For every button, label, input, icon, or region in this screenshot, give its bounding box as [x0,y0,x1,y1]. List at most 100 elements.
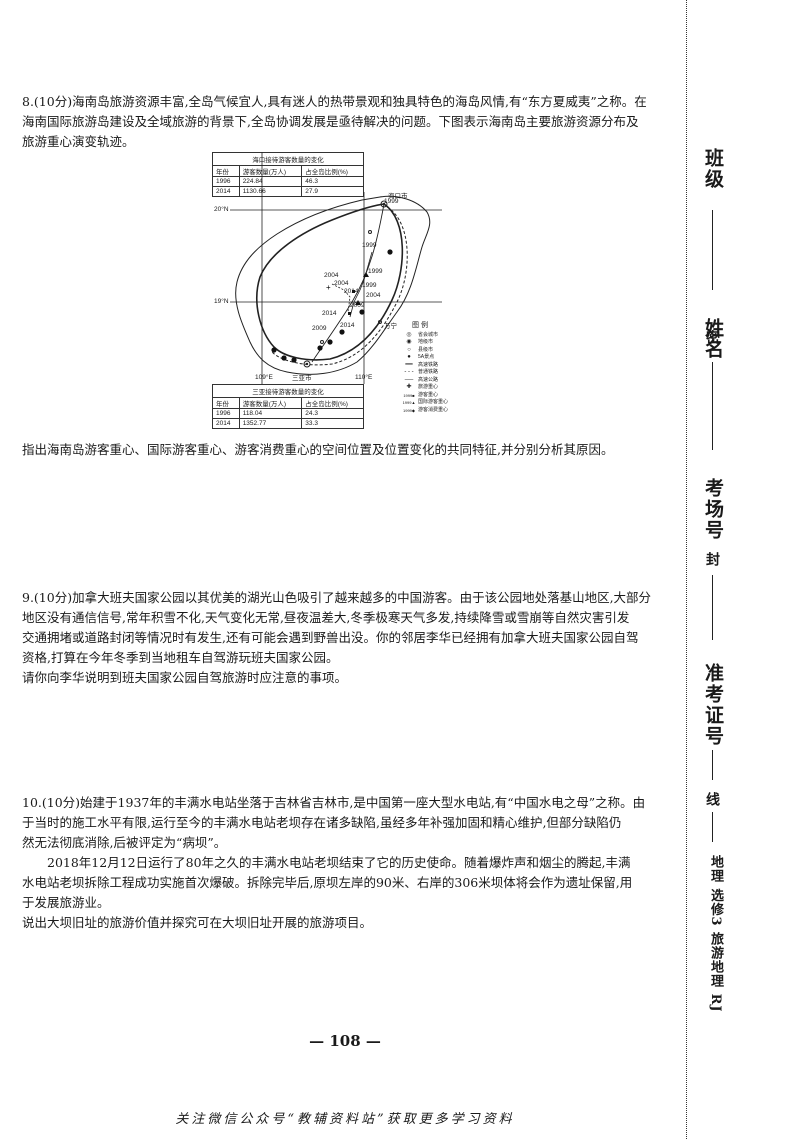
ticket-number-label: 准考证号 [702,663,724,747]
q10-line-1: 10.(10分)始建于1937年的丰满水电站坐落于吉林省吉林市,是中国第一座大型… [22,795,646,810]
legend-title: 图 例 [412,322,428,329]
legend-item: ◉地级市 [400,339,448,347]
sanya-marker-icon [303,360,311,368]
international-center-icon: 1999▲ [402,400,416,405]
scenic-spot-icon [359,309,365,315]
seal-mark-mi: 密 [704,330,720,344]
seal-mark-xian: 线 [704,792,720,806]
railway-icon: - - - [404,369,414,375]
q10-line-6: 于发展旅游业。 [22,895,110,910]
county-city-icon [320,340,324,344]
scenic-spot-icon [327,339,333,345]
legend-item: 1999◆游客消费重心 [400,407,448,415]
table-cell: 24.3 [301,408,364,419]
table-header-cell: 占全岛比例(%) [301,397,364,409]
latitude-label-20: 20°N [214,206,229,213]
table-row: 2014 1130.66 27.9 [212,186,364,197]
year-label: 2014 [322,310,337,317]
year-label: 1999 [362,242,377,249]
coastal-railway [271,206,408,366]
scenic-spot-icon [271,347,277,353]
q10-line-7: 说出大坝旧址的旅游价值并探究可在大坝旧址开展的旅游项目。 [22,915,373,930]
visitor-center-marker-icon [348,312,351,315]
table-header-row: 年份 游客数量(万人) 占全岛比例(%) [212,397,364,409]
legend-item: 1999■游客重心 [400,392,448,400]
haikou-visitor-table: 海口接待游客数量的变化 年份 游客数量(万人) 占全岛比例(%) 1996 22… [212,152,364,197]
year-label: 2009 [312,325,327,332]
footer-promo: 关注微信公众号“教辅资料站”获取更多学习资料 [175,1112,515,1127]
latitude-label-19: 19°N [214,298,229,305]
ticket-field-line-2[interactable] [712,812,713,842]
table-header-cell: 游客数量(万人) [238,397,303,409]
table-cell: 1352.77 [238,418,303,429]
q9-line-4: 资格,打算在今年冬季到当地租车自驾游玩班夫国家公园。 [22,650,339,665]
name-label: 姓名 [702,318,724,360]
table-cell: 118.04 [238,408,303,419]
legend-item: ✚旅游重心 [400,384,448,392]
question-8: 8.(10分)海南岛旅游资源丰富,全岛气候宜人,具有迷人的热带景观和独具特色的海… [22,92,667,152]
q9-line-5: 请你向李华说明到班夫国家公园自驾旅游时应注意的事项。 [22,670,348,685]
tourism-center-trajectory [349,251,373,318]
international-center-marker-icon [355,300,361,305]
hainan-map-figure: 海口接待游客数量的变化 年份 游客数量(万人) 占全岛比例(%) 1996 22… [212,152,448,430]
sanya-visitor-table: 三亚接待游客数量的变化 年份 游客数量(万人) 占全岛比例(%) 1996 11… [212,384,364,429]
table-row: 1996 118.04 24.3 [212,408,364,419]
table-cell: 33.3 [301,418,364,429]
question-9: 9.(10分)加拿大班夫国家公园以其优美的湖光山色吸引了越来越多的中国游客。由于… [22,588,667,688]
haikou-marker-icon [380,200,388,208]
city-label-haikou: 海口市 [388,193,408,200]
legend-item: 1999▲国际游客重心 [400,399,448,407]
scenic-spot-icon [387,249,393,255]
longitude-label-110: 110°E [355,374,373,381]
q8-line-1: 8.(10分)海南岛旅游资源丰富,全岛气候宜人,具有迷人的热带景观和独具特色的海… [22,94,647,109]
legend-item: ●5A景点 [400,354,448,362]
q8-prompt: 指出海南岛游客重心、国际游客重心、游客消费重心的空间位置及位置变化的共同特征,并… [22,442,614,457]
consumption-center-icon: 1999◆ [403,407,415,413]
central-highway [311,203,385,363]
legend-item: ◎省会城市 [400,332,448,340]
island-map: + [230,152,442,384]
highway-icon: ── [404,376,414,383]
legend-item: ──高速公路 [400,377,448,385]
city-label-sanya: 三亚市 [292,375,312,382]
visitor-center-trajectory [331,283,351,313]
year-label: 2004 [334,280,349,287]
county-city-icon [368,230,372,234]
binding-dotted-line [686,0,687,1139]
international-center-marker-icon [363,272,369,277]
island-coastline [235,195,431,375]
class-label: 班级 [702,148,724,190]
table-header-cell: 年份 [212,397,240,409]
tourism-center-cross-icon: + [326,283,331,292]
q9-line-2: 地区没有通信信号,常年积雪不化,天气变化无常,昼夜温差大,冬季极寒天气多发,持续… [22,610,630,625]
visitor-center-icon: 1999■ [403,392,415,398]
q10-line-3: 然无法彻底消除,后被评定为“病坝”。 [22,835,227,850]
seal-mark-feng: 封 [704,552,720,566]
table-cell: 1996 [212,408,240,419]
legend-item: ━━高速铁路 [400,362,448,370]
year-label: 1999 [362,282,377,289]
class-field-line[interactable] [712,210,713,290]
capital-city-icon: ◎ [406,331,412,338]
ticket-field-line-1[interactable] [712,750,713,780]
exam-room-field-line[interactable] [712,575,713,640]
city-label-wanning: 万宁 [384,323,397,330]
name-field-line[interactable] [712,362,713,450]
exam-room-label: 考场号 [702,478,724,541]
q10-line-2: 于当时的施工水平有限,运行至今的丰满水电站老坝存在诸多缺陷,虽经多年补强加固和精… [22,815,622,830]
year-label: 2009 [350,302,365,309]
visitor-center-marker-icon [352,290,355,293]
ring-highway [256,203,404,361]
legend-item: ○县级市 [400,347,448,355]
table-cell: 27.9 [301,186,364,197]
tourism-center-icon: ✚ [406,384,412,390]
year-label: 2014 [340,322,355,329]
scenic-spot-icon [291,357,297,363]
scenic-spot-icon: ● [407,354,411,360]
table-cell: 2014 [212,418,240,429]
map-legend: 图 例 ◎省会城市 ◉地级市 ○县级市 ●5A景点 ━━高速铁路 - - -普通… [400,322,448,414]
prefecture-city-icon: ◉ [406,339,412,345]
page-number: — 108 — [309,1032,381,1050]
table-row: 2014 1352.77 33.3 [212,418,364,429]
sanya-marker-dot [305,362,309,366]
